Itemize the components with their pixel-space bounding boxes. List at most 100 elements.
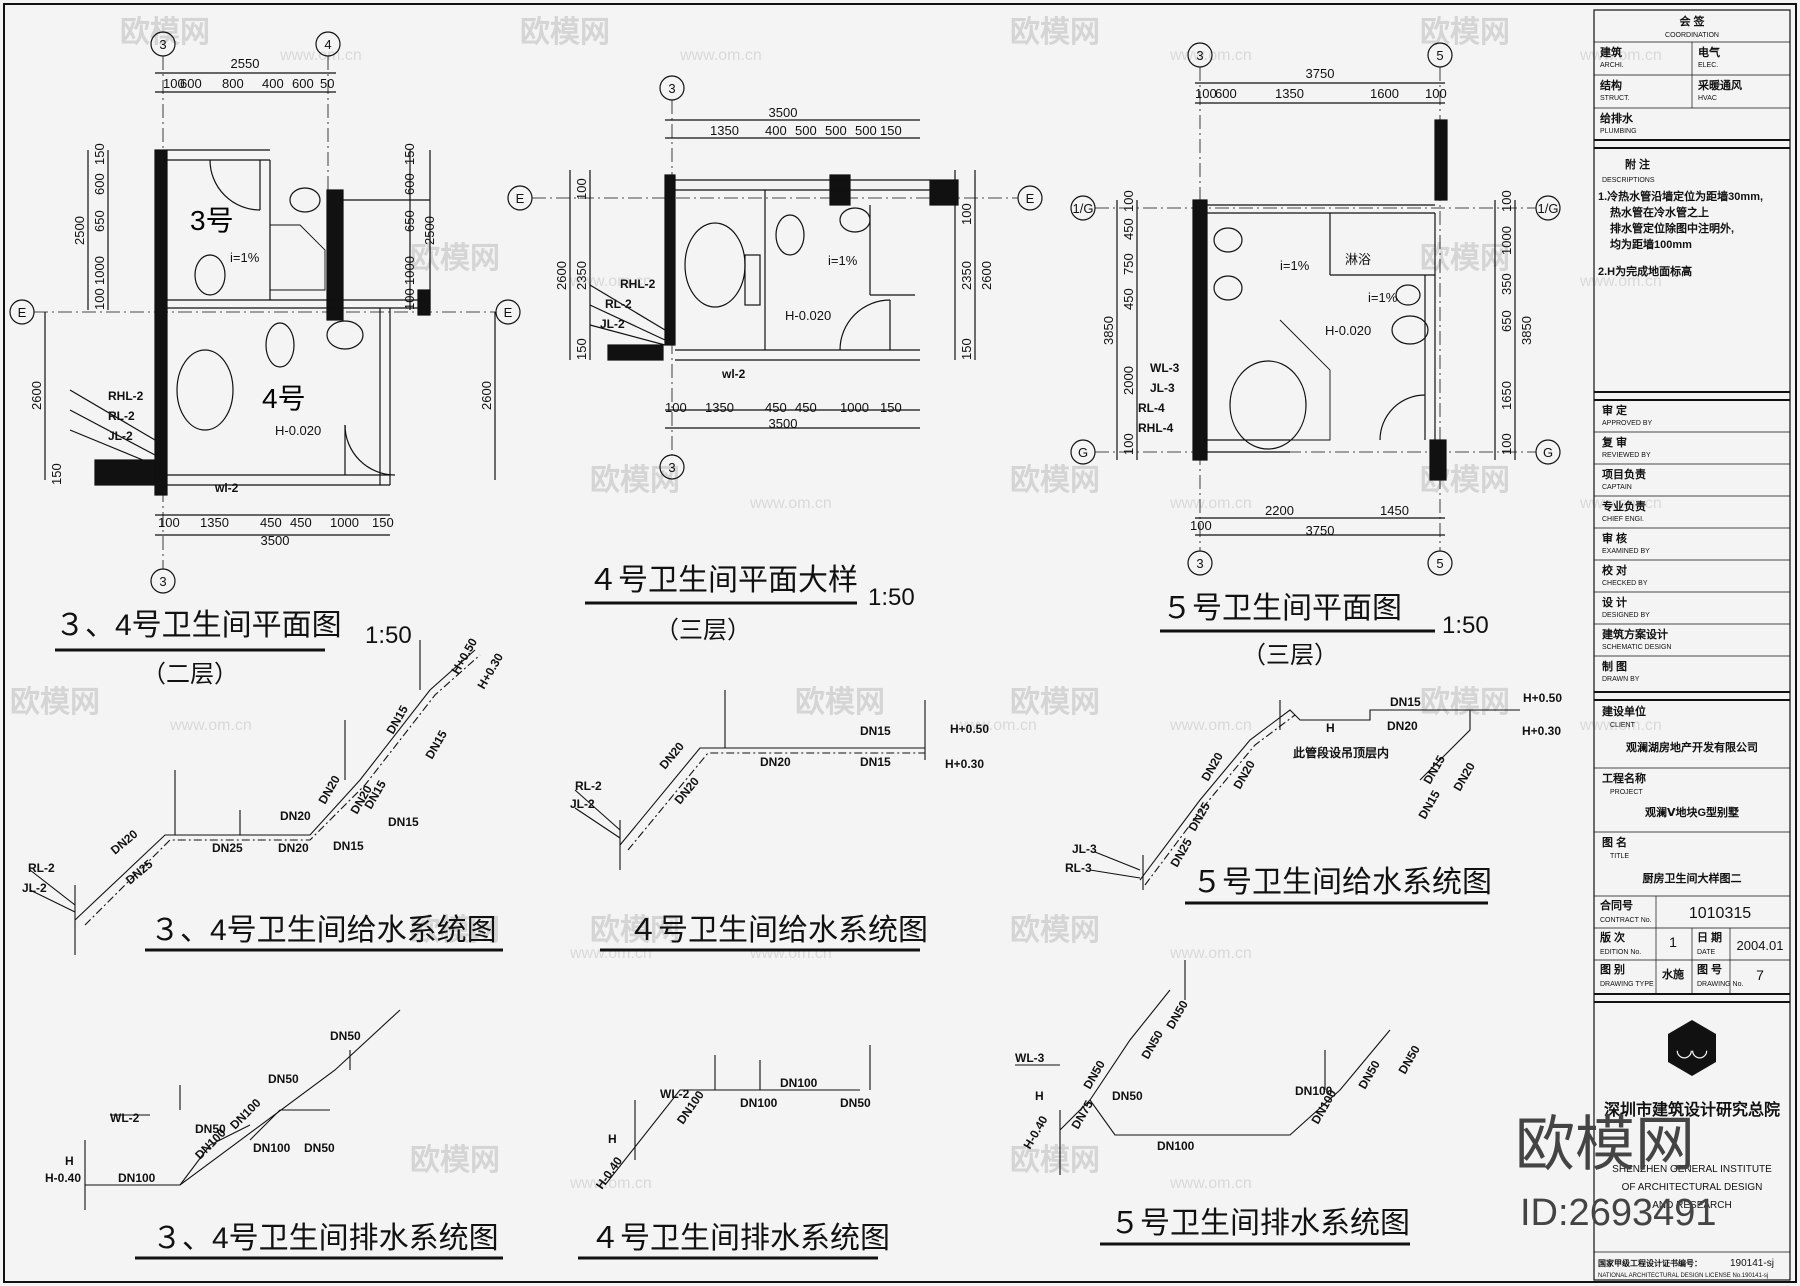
watermark-url: www.om.cn — [1579, 47, 1662, 64]
watermark-layer: 欧模网 www.om.cn 欧模网 www.om.cn 欧模网 www.om.cn 欧模网 w… — [10, 16, 1662, 1192]
title-label: 图 名 — [1602, 835, 1627, 849]
dim: 150 — [880, 123, 902, 138]
watermark-brand: 欧模网 — [1010, 464, 1100, 497]
wl-label: wl-2 — [214, 481, 239, 495]
axis-E: E — [18, 305, 27, 320]
dim: 100 — [402, 288, 417, 310]
riser-label: RL-3 — [1065, 861, 1092, 875]
role-label-en: CHIEF ENGI. — [1602, 516, 1644, 523]
dim-total: 3500 — [769, 105, 798, 120]
edition-en: EDITION No. — [1600, 949, 1641, 956]
watermark-brand: 欧模网 — [10, 686, 100, 719]
dim-left-total: 2600 — [554, 261, 569, 290]
cosign-cell: 电气 — [1698, 45, 1720, 59]
license-no: 190141-sj — [1730, 1258, 1774, 1269]
pipe-label: DN100 — [1295, 1084, 1333, 1098]
pipe-label: DN15 — [860, 755, 891, 769]
role-label: 建筑方案设计 — [1602, 627, 1668, 641]
dim: 600 — [292, 76, 314, 91]
supply5-title: ５号卫生间给水系统图 — [1192, 866, 1492, 899]
dim: 450 — [765, 400, 787, 415]
h-label: H — [1035, 1089, 1044, 1103]
watermark-brand: 欧模网 — [795, 686, 885, 719]
dim: 150 — [402, 143, 417, 165]
dim: 600 — [92, 173, 107, 195]
dim-left-total: 3850 — [1101, 316, 1116, 345]
pipe-label: DN50 — [330, 1029, 361, 1043]
room-4-label: 4号 — [262, 383, 306, 414]
axis-1G-right: 1/G — [1538, 201, 1559, 216]
h-label: H — [608, 1132, 617, 1146]
axis-4: 4 — [324, 37, 331, 52]
dim: 450 — [290, 515, 312, 530]
contract-value: 1010315 — [1689, 905, 1751, 922]
dim: 100 — [163, 76, 185, 91]
riser-label: WL-2 — [660, 1087, 690, 1101]
client-value: 观澜湖房地产开发有限公司 — [1626, 740, 1758, 754]
pipe-label: DN100 — [780, 1076, 818, 1090]
dim-bottom-total: 3750 — [1306, 523, 1335, 538]
watermark-url: www.om.cn — [569, 1175, 652, 1192]
role-label-en: EXAMINED BY — [1602, 548, 1650, 555]
pipe-label: DN15 — [333, 839, 364, 853]
dim: 150 — [49, 463, 64, 485]
dim: 650 — [1499, 310, 1514, 332]
role-label: 项目负责 — [1602, 467, 1646, 481]
role-label-en: APPROVED BY — [1602, 420, 1653, 427]
note-line: 2.H为完成地面标高 — [1598, 264, 1692, 278]
note-line: 热水管在冷水管之上 — [1610, 205, 1709, 219]
axis-1G: 1/G — [1073, 201, 1094, 216]
axis-3: 3 — [159, 37, 166, 52]
watermark-url: www.om.cn — [954, 717, 1037, 734]
role-label-en: SCHEMATIC DESIGN — [1602, 644, 1672, 651]
drain-4-lines — [604, 1045, 871, 1186]
role-label-en: REVIEWED BY — [1602, 452, 1651, 459]
wl-label: wl-2 — [721, 367, 746, 381]
ceiling-note: 此管段设吊顶层内 — [1293, 745, 1389, 760]
level-label: H+0.30 — [1522, 724, 1561, 738]
dim: 1000 — [1499, 226, 1514, 255]
watermark-brand: 欧模网 — [520, 16, 610, 49]
watermark-url: www.om.cn — [1169, 495, 1252, 512]
supply-34-lines — [29, 640, 481, 955]
level-label: H-0.020 — [275, 423, 321, 438]
notes-title: 附 注 — [1625, 157, 1650, 171]
note-line: 均为距墙100mm — [1610, 237, 1692, 251]
dim: 2350 — [959, 261, 974, 290]
dim-left-total: 2500 — [72, 216, 87, 245]
notes-en: DESCRIPTIONS — [1602, 177, 1655, 184]
watermark-url: www.om.cn — [749, 945, 832, 962]
note-line: 排水管定位除图中注明外, — [1610, 221, 1734, 235]
dim: 1000 — [402, 256, 417, 285]
watermark-brand: 欧模网 — [1420, 686, 1510, 719]
drain-34-lines — [84, 1009, 401, 1210]
room-3-label: 3号 — [190, 205, 234, 236]
watermark-url: www.om.cn — [1579, 273, 1662, 290]
edition-value: 1 — [1669, 934, 1677, 950]
watermark-brand: 欧模网 — [1420, 16, 1510, 49]
plan5-scale: 1:50 — [1442, 612, 1489, 639]
role-label: 制 图 — [1602, 659, 1627, 673]
axis-3: 3 — [1196, 48, 1203, 63]
pipe-label: DN100 — [1157, 1139, 1195, 1153]
drain4-title: ４号卫生间排水系统图 — [590, 1222, 890, 1255]
level-label: H+0.30 — [945, 757, 984, 771]
date-value: 2004.01 — [1737, 938, 1784, 953]
contract-label: 合同号 — [1600, 898, 1633, 912]
watermark-url: www.om.cn — [749, 495, 832, 512]
riser-label: WL-3 — [1015, 1051, 1045, 1065]
license-en: NATIONAL ARCHITECTURAL DESIGN LICENSE No… — [1598, 1273, 1768, 1279]
slope-label: i=1% — [1368, 290, 1398, 305]
dim: 750 — [1121, 253, 1136, 275]
dim: 100 — [92, 288, 107, 310]
dim: 1350 — [1275, 86, 1304, 101]
level-label: H+0.50 — [1523, 691, 1562, 705]
institute-en: SHENZHEN GENERAL INSTITUTE — [1612, 1164, 1772, 1175]
role-label: 审 定 — [1602, 403, 1627, 417]
project-value: 观澜Ⅴ地块G型别墅 — [1645, 805, 1739, 819]
dim: 500 — [795, 123, 817, 138]
dim: 450 — [795, 400, 817, 415]
watermark-url: www.om.cn — [169, 717, 252, 734]
level-label: H-0.020 — [1325, 323, 1371, 338]
dim: 650 — [92, 210, 107, 232]
